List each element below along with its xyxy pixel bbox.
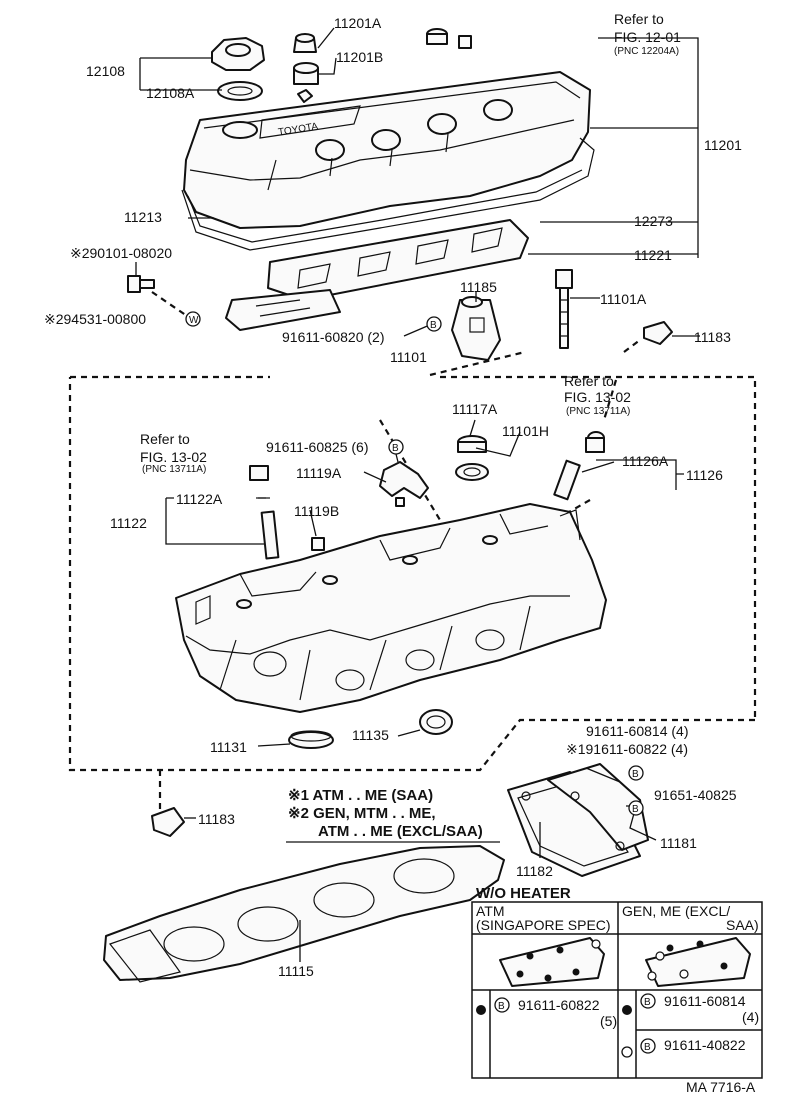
callout-191611-60822: ※191611-60822 (4) (566, 741, 688, 757)
svg-text:B: B (632, 804, 639, 815)
head-bolt (555, 269, 573, 349)
callout-12273: 12273 (634, 213, 673, 229)
water-outlet-cover (507, 763, 649, 877)
oil-filler-cap (211, 37, 265, 101)
cylinder-head (175, 503, 607, 713)
callout-11122a: 11122A (176, 491, 223, 507)
callout-11115: 11115 (278, 963, 314, 979)
svg-text:Refer to: Refer to (614, 11, 664, 27)
callout-11119b: 11119B (294, 503, 339, 519)
cover-gasket (181, 137, 595, 251)
callout-11221: 11221 (634, 247, 672, 263)
svg-text:FIG. 13-02: FIG. 13-02 (564, 389, 631, 405)
callout-12108: 12108 (86, 63, 125, 79)
svg-text:B: B (392, 443, 399, 454)
seals (288, 709, 453, 749)
breather-plugs (293, 33, 319, 103)
row1-right-qty: (4) (742, 1009, 759, 1025)
svg-text:W: W (189, 315, 199, 326)
callout-294531: ※294531-00800 (44, 311, 146, 327)
callout-11185: 11185 (460, 279, 497, 295)
callout-11119a: 11119A (296, 465, 342, 481)
svg-text:B: B (644, 997, 651, 1008)
callout-11126: 11126 (686, 467, 723, 483)
svg-text:Refer to: Refer to (564, 373, 614, 389)
svg-text:(PNC 12204A): (PNC 12204A) (614, 46, 679, 57)
callout-290101: ※290101-08020 (70, 245, 172, 261)
valve-guide-parts (249, 431, 605, 560)
col1-header-1: ATM (476, 903, 505, 919)
callout-11101h: 11101H (502, 423, 549, 439)
svg-text:B: B (498, 1001, 505, 1012)
svg-text:FIG. 13-02: FIG. 13-02 (140, 449, 207, 465)
plug-top (643, 321, 673, 345)
svg-text:B: B (632, 769, 639, 780)
callout-11182: 11182 (516, 863, 553, 879)
col2-header-2: SAA) (726, 917, 759, 933)
callout-11101: 11101 (390, 349, 427, 365)
row2-right-part: 91611-40822 (664, 1037, 746, 1053)
head-gasket (103, 845, 505, 983)
note-2a: ※2 GEN, MTM . . ME, (288, 805, 436, 822)
svg-text:B: B (644, 1042, 651, 1053)
without-heater-table: W/O HEATER ATM (SINGAPORE SPEC) GEN, ME … (471, 885, 763, 1079)
callout-11201b: 11201B (336, 49, 383, 65)
callout-91611-60820: 91611-60820 (2) (282, 329, 384, 345)
callout-91611-60814: 91611-60814 (4) (586, 723, 688, 739)
plug-bottom (151, 807, 185, 837)
callout-91651-40825: 91651-40825 (654, 787, 737, 803)
svg-text:FIG. 12-01: FIG. 12-01 (614, 29, 681, 45)
callout-11122: 11122 (110, 515, 147, 531)
svg-text:Refer to: Refer to (140, 431, 190, 447)
callout-11183-bottom: 11183 (198, 811, 235, 827)
reference-fig-12-01: Refer to FIG. 12-01 (PNC 12204A) (614, 11, 681, 57)
callout-11201a: 11201A (334, 15, 382, 31)
row1-left-part: 91611-60822 (518, 997, 600, 1013)
washer-marker: W (185, 311, 201, 327)
reference-fig-13-02-left: Refer to FIG. 13-02 (PNC 13711A) (140, 431, 207, 475)
part-callouts: 12108 12108A 11201A 11201B 11201 11213 1… (44, 15, 742, 979)
callout-12108a: 12108A (146, 85, 195, 101)
spark-plug-gasket-plate (225, 219, 529, 331)
col1-header-2: (SINGAPORE SPEC) (476, 917, 611, 933)
svg-text:(PNC 13711A): (PNC 13711A) (566, 406, 630, 417)
row1-right-part: 91611-60814 (664, 993, 746, 1009)
callout-91611-60825: 91611-60825 (6) (266, 439, 368, 455)
svg-text:B: B (430, 320, 437, 331)
cover-top-fittings (426, 28, 472, 49)
svg-text:(PNC 13711A): (PNC 13711A) (142, 464, 206, 475)
note-2b: ATM . . ME (EXCL/SAA) (318, 823, 483, 840)
model-notes: ※1 ATM . . ME (SAA) ※2 GEN, MTM . . ME, … (288, 787, 483, 840)
table-title: W/O HEATER (476, 885, 571, 902)
callout-11183-top: 11183 (694, 329, 731, 345)
reference-fig-13-02-right: Refer to FIG. 13-02 (PNC 13711A) (564, 373, 631, 417)
note-1: ※1 ATM . . ME (SAA) (288, 787, 433, 804)
head-assembly-outline (68, 375, 757, 772)
cylinder-head-cover: TOYOTA (183, 71, 591, 229)
callout-11126a: 11126A (622, 453, 669, 469)
callout-11117a: 11117A (452, 401, 498, 417)
small-bolt (127, 275, 155, 293)
callout-11131: 11131 (210, 739, 247, 755)
diagram-code: MA 7716-A (686, 1079, 756, 1095)
water-outlet-bracket (451, 296, 501, 361)
bolt-markers: B B B B (388, 316, 644, 816)
callout-11181: 11181 (660, 835, 697, 851)
col2-header-1: GEN, ME (EXCL/ (622, 903, 730, 919)
callout-11135: 11135 (352, 727, 389, 743)
callout-11213: 11213 (124, 209, 162, 225)
callout-11201: 11201 (704, 137, 742, 153)
row1-left-qty: (5) (600, 1013, 617, 1029)
callout-11101a: 11101A (600, 291, 647, 307)
